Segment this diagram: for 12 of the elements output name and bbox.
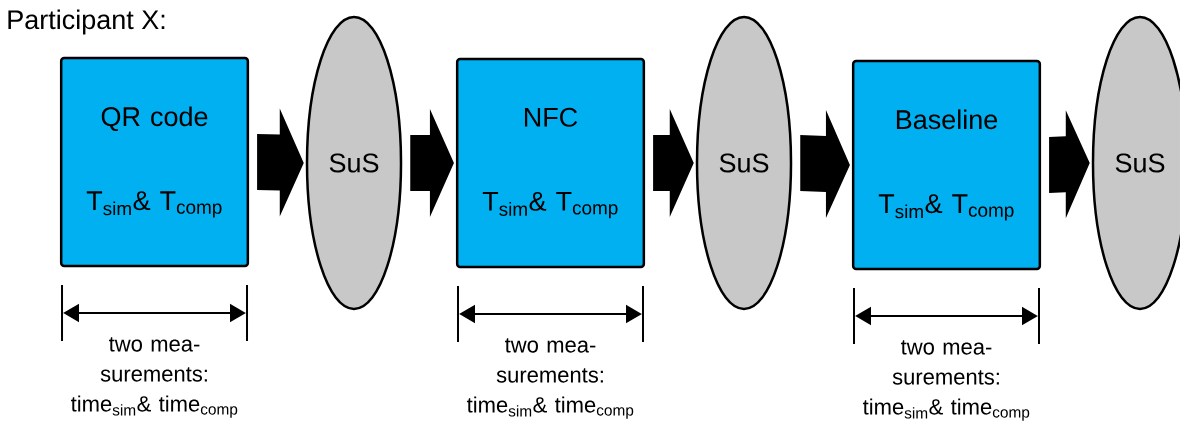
title: Participant X: (8, 9, 165, 35)
process-box: Baseline T$_{sim}$& T$_{comp}$ (851, 59, 1042, 271)
process-box: NFC T$_{sim}$& T$_{comp}$ (455, 57, 646, 269)
block-arrow (257, 108, 304, 217)
process-box: QR code T$_{sim}$& T$_{comp}$ (59, 56, 250, 268)
annotation: two mea- surements: time$_{sim}$& time$_{comp}$ (862, 340, 1030, 421)
block-arrow (1049, 110, 1090, 219)
block-arrow (410, 109, 454, 217)
block-arrow (800, 110, 850, 219)
annotation: two mea- surements: time$_{sim}$& time$_{comp}$ (71, 337, 238, 418)
annotation: two mea- surements: time$_{sim}$& time$_{comp}$ (466, 338, 634, 419)
block-arrow (653, 109, 694, 217)
